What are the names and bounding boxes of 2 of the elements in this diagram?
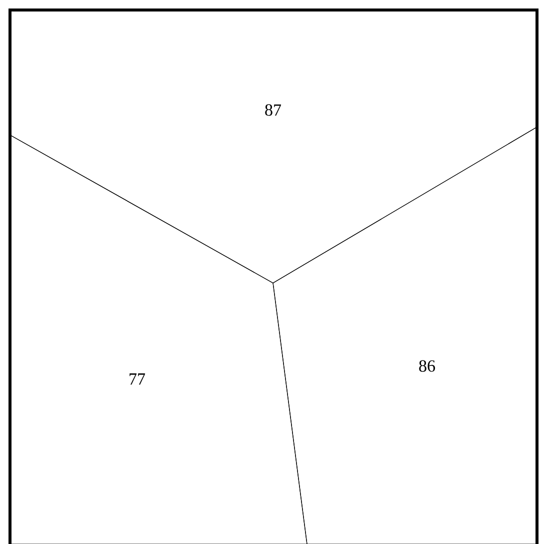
region: 77 [10, 134, 308, 544]
node-label: 87 [265, 104, 282, 116]
